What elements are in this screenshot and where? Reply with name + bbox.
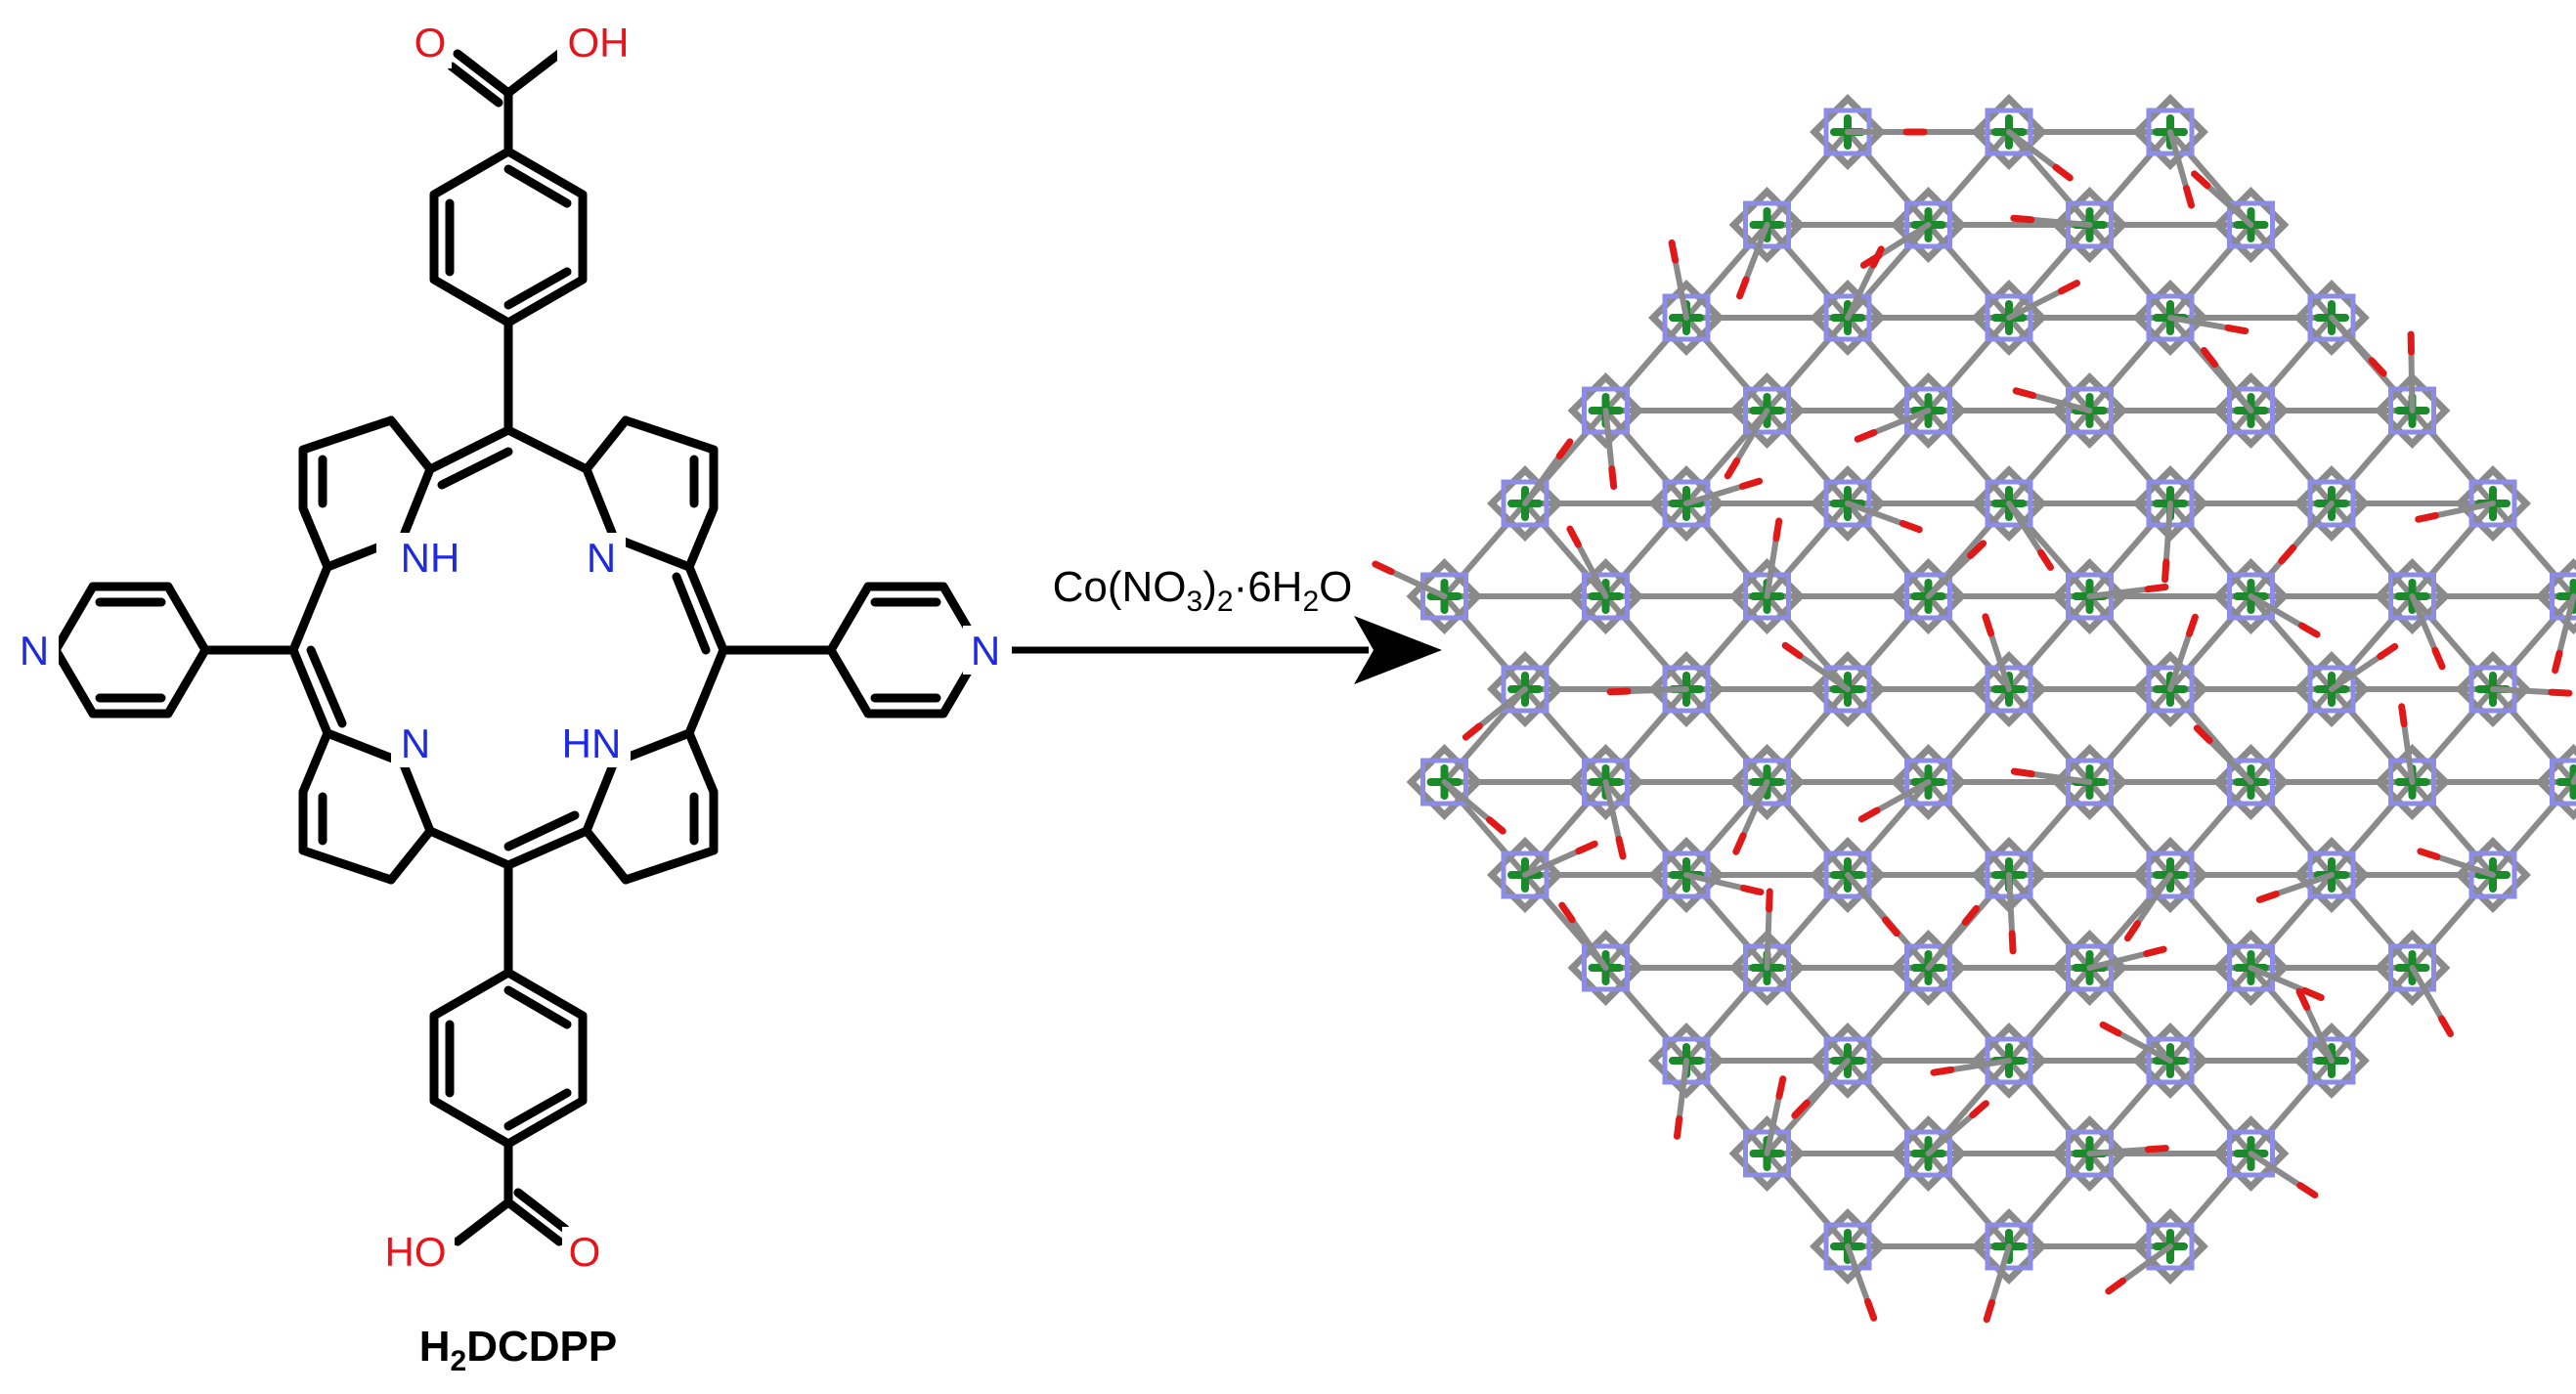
- left-pyridine-ring: [51, 582, 298, 719]
- bottom-hydroxyl-label: HO: [385, 1229, 447, 1275]
- top-hydroxyl-label: OH: [568, 20, 630, 65]
- top-benzene-ring: [429, 147, 588, 435]
- bottom-carboxyl-group: [453, 1139, 570, 1246]
- h2dcdpp-structure: [51, 49, 985, 1246]
- reaction-arrow: [1012, 616, 1442, 684]
- reagent-label: Co(NO3)2·6H2O: [1053, 563, 1353, 618]
- n-lower-label: N: [401, 720, 430, 766]
- compound-name: H2DCDPP: [419, 1323, 618, 1377]
- nh-label: NH: [401, 535, 460, 581]
- bottom-benzene-ring: [429, 860, 588, 1149]
- hn-label: HN: [562, 720, 622, 766]
- bottom-oxygen-label: O: [569, 1229, 601, 1275]
- n-upper-label: N: [587, 535, 616, 581]
- cobalt-framework-structure: [1372, 94, 2576, 1324]
- top-carboxyl-group: [447, 49, 564, 156]
- left-pyridine-n-label: N: [20, 628, 49, 674]
- right-pyridine-ring: [719, 582, 985, 719]
- atom-labels: O OH NH N N HN N N HO O: [10, 20, 1012, 1276]
- right-pyridine-n-label: N: [971, 628, 1000, 674]
- top-oxygen-label: O: [415, 20, 447, 65]
- porphyrin-core: [288, 415, 728, 885]
